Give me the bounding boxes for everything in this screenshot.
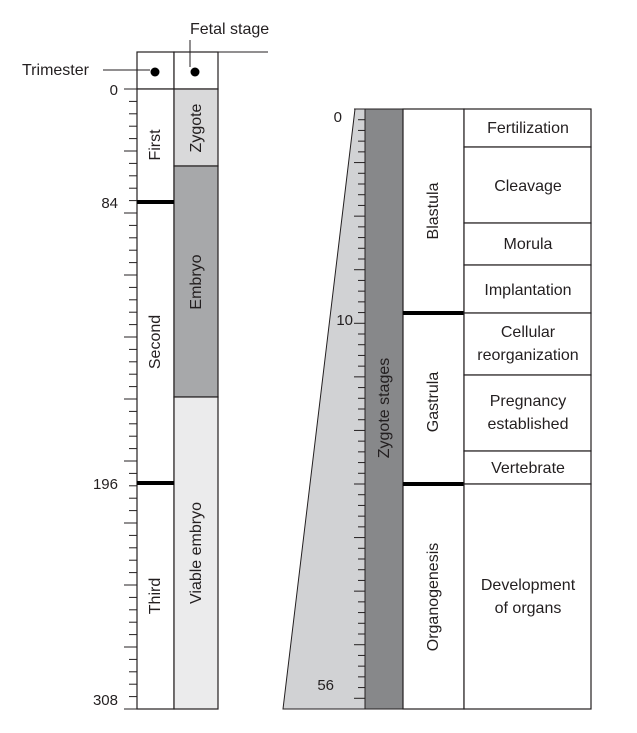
event-cellular-line-2: reorganization [477, 347, 578, 364]
fetal-stage-header: Fetal stage [190, 21, 269, 38]
fetal-stage-viable-embryo-label: Viable embryo [188, 502, 205, 604]
zygote-tick-label-10: 10 [336, 312, 353, 329]
fetal-stage-viable-embryo-band [173, 396, 219, 710]
trimester-third: Third [147, 578, 164, 614]
events-column: Fertilization Cleavage Morula Implantati… [463, 108, 592, 710]
zygote-stages-bar [364, 108, 404, 710]
trimester-first: First [147, 129, 164, 161]
event-cleavage: Cleavage [494, 178, 562, 195]
fetal-stage-zygote-band [173, 88, 219, 167]
trimester-second: Second [147, 315, 164, 369]
day-tick-label-196: 196 [93, 476, 118, 493]
phase-blastula-label: Blastula [425, 182, 442, 239]
zygote-wedge [282, 108, 366, 710]
zygote-tick-label-56: 56 [317, 677, 334, 694]
trimester-header: Trimester [22, 62, 90, 79]
timeline-header: Fetal stage Trimester [22, 21, 269, 90]
day-tick-label-308: 308 [93, 692, 118, 709]
event-cell [463, 483, 592, 710]
fetal-stage-zygote-label: Zygote [188, 103, 205, 152]
event-vertebrate: Vertebrate [491, 460, 565, 477]
zygote-tick-label-0: 0 [334, 109, 342, 126]
fetal-stage-dot [190, 67, 200, 77]
event-fertilization: Fertilization [487, 120, 569, 137]
phase-gastrula-label: Gastrula [425, 372, 442, 433]
day-scale-ticks [124, 88, 137, 710]
event-morula: Morula [504, 236, 553, 253]
event-cellular-line-1: Cellular [501, 324, 556, 341]
zygote-stage-scale: 0 10 56 Zygote stages [282, 108, 404, 710]
day-tick-label-84: 84 [101, 195, 118, 212]
event-cell [463, 108, 592, 148]
phase-organogenesis-label: Organogenesis [425, 543, 442, 652]
fetal-stage-embryo-label: Embryo [188, 254, 205, 309]
event-pregnancy-line-2: established [488, 416, 569, 433]
event-cell [463, 264, 592, 314]
day-tick-label-0: 0 [110, 82, 118, 99]
trimester-column-frame [136, 88, 175, 710]
fetal-stage-column: Zygote Embryo Viable embryo [173, 88, 219, 710]
day-scale: 0 84 196 308 [93, 82, 174, 710]
zygote-phase-column: Blastula Gastrula Organogenesis [402, 108, 465, 710]
zygote-scale-ticks [354, 108, 365, 710]
trimester-dot [150, 67, 160, 77]
event-cell [463, 146, 592, 224]
event-implantation: Implantation [484, 282, 571, 299]
event-cell [463, 222, 592, 266]
event-development-line-1: Development [481, 577, 576, 594]
zygote-stages-label: Zygote stages [376, 358, 393, 459]
event-cell [463, 312, 592, 376]
event-cell [463, 374, 592, 452]
trimester-column: First Second Third [136, 88, 175, 710]
event-pregnancy-line-1: Pregnancy [490, 393, 567, 410]
phase-gastrula-cell [402, 312, 465, 485]
event-cell [463, 450, 592, 485]
event-development-line-2: of organs [495, 600, 562, 617]
